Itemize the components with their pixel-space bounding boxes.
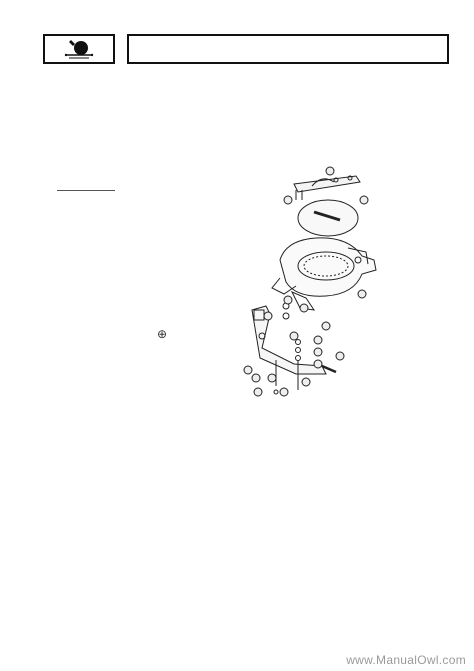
target-symbol: ⊕ [156, 327, 168, 341]
text-underline-rule [57, 190, 115, 191]
machine-head-icon [64, 40, 94, 59]
section-title-box [127, 34, 449, 64]
watermark-text: www.ManualOwl.com [346, 653, 466, 667]
exploded-parts-diagram [243, 166, 377, 397]
section-icon-box [43, 34, 115, 64]
ring-base-part [271, 237, 377, 311]
callout-markers [243, 166, 369, 397]
top-bracket-part [293, 175, 361, 200]
round-plate-part [297, 199, 359, 237]
fastener-column-part [273, 302, 301, 395]
